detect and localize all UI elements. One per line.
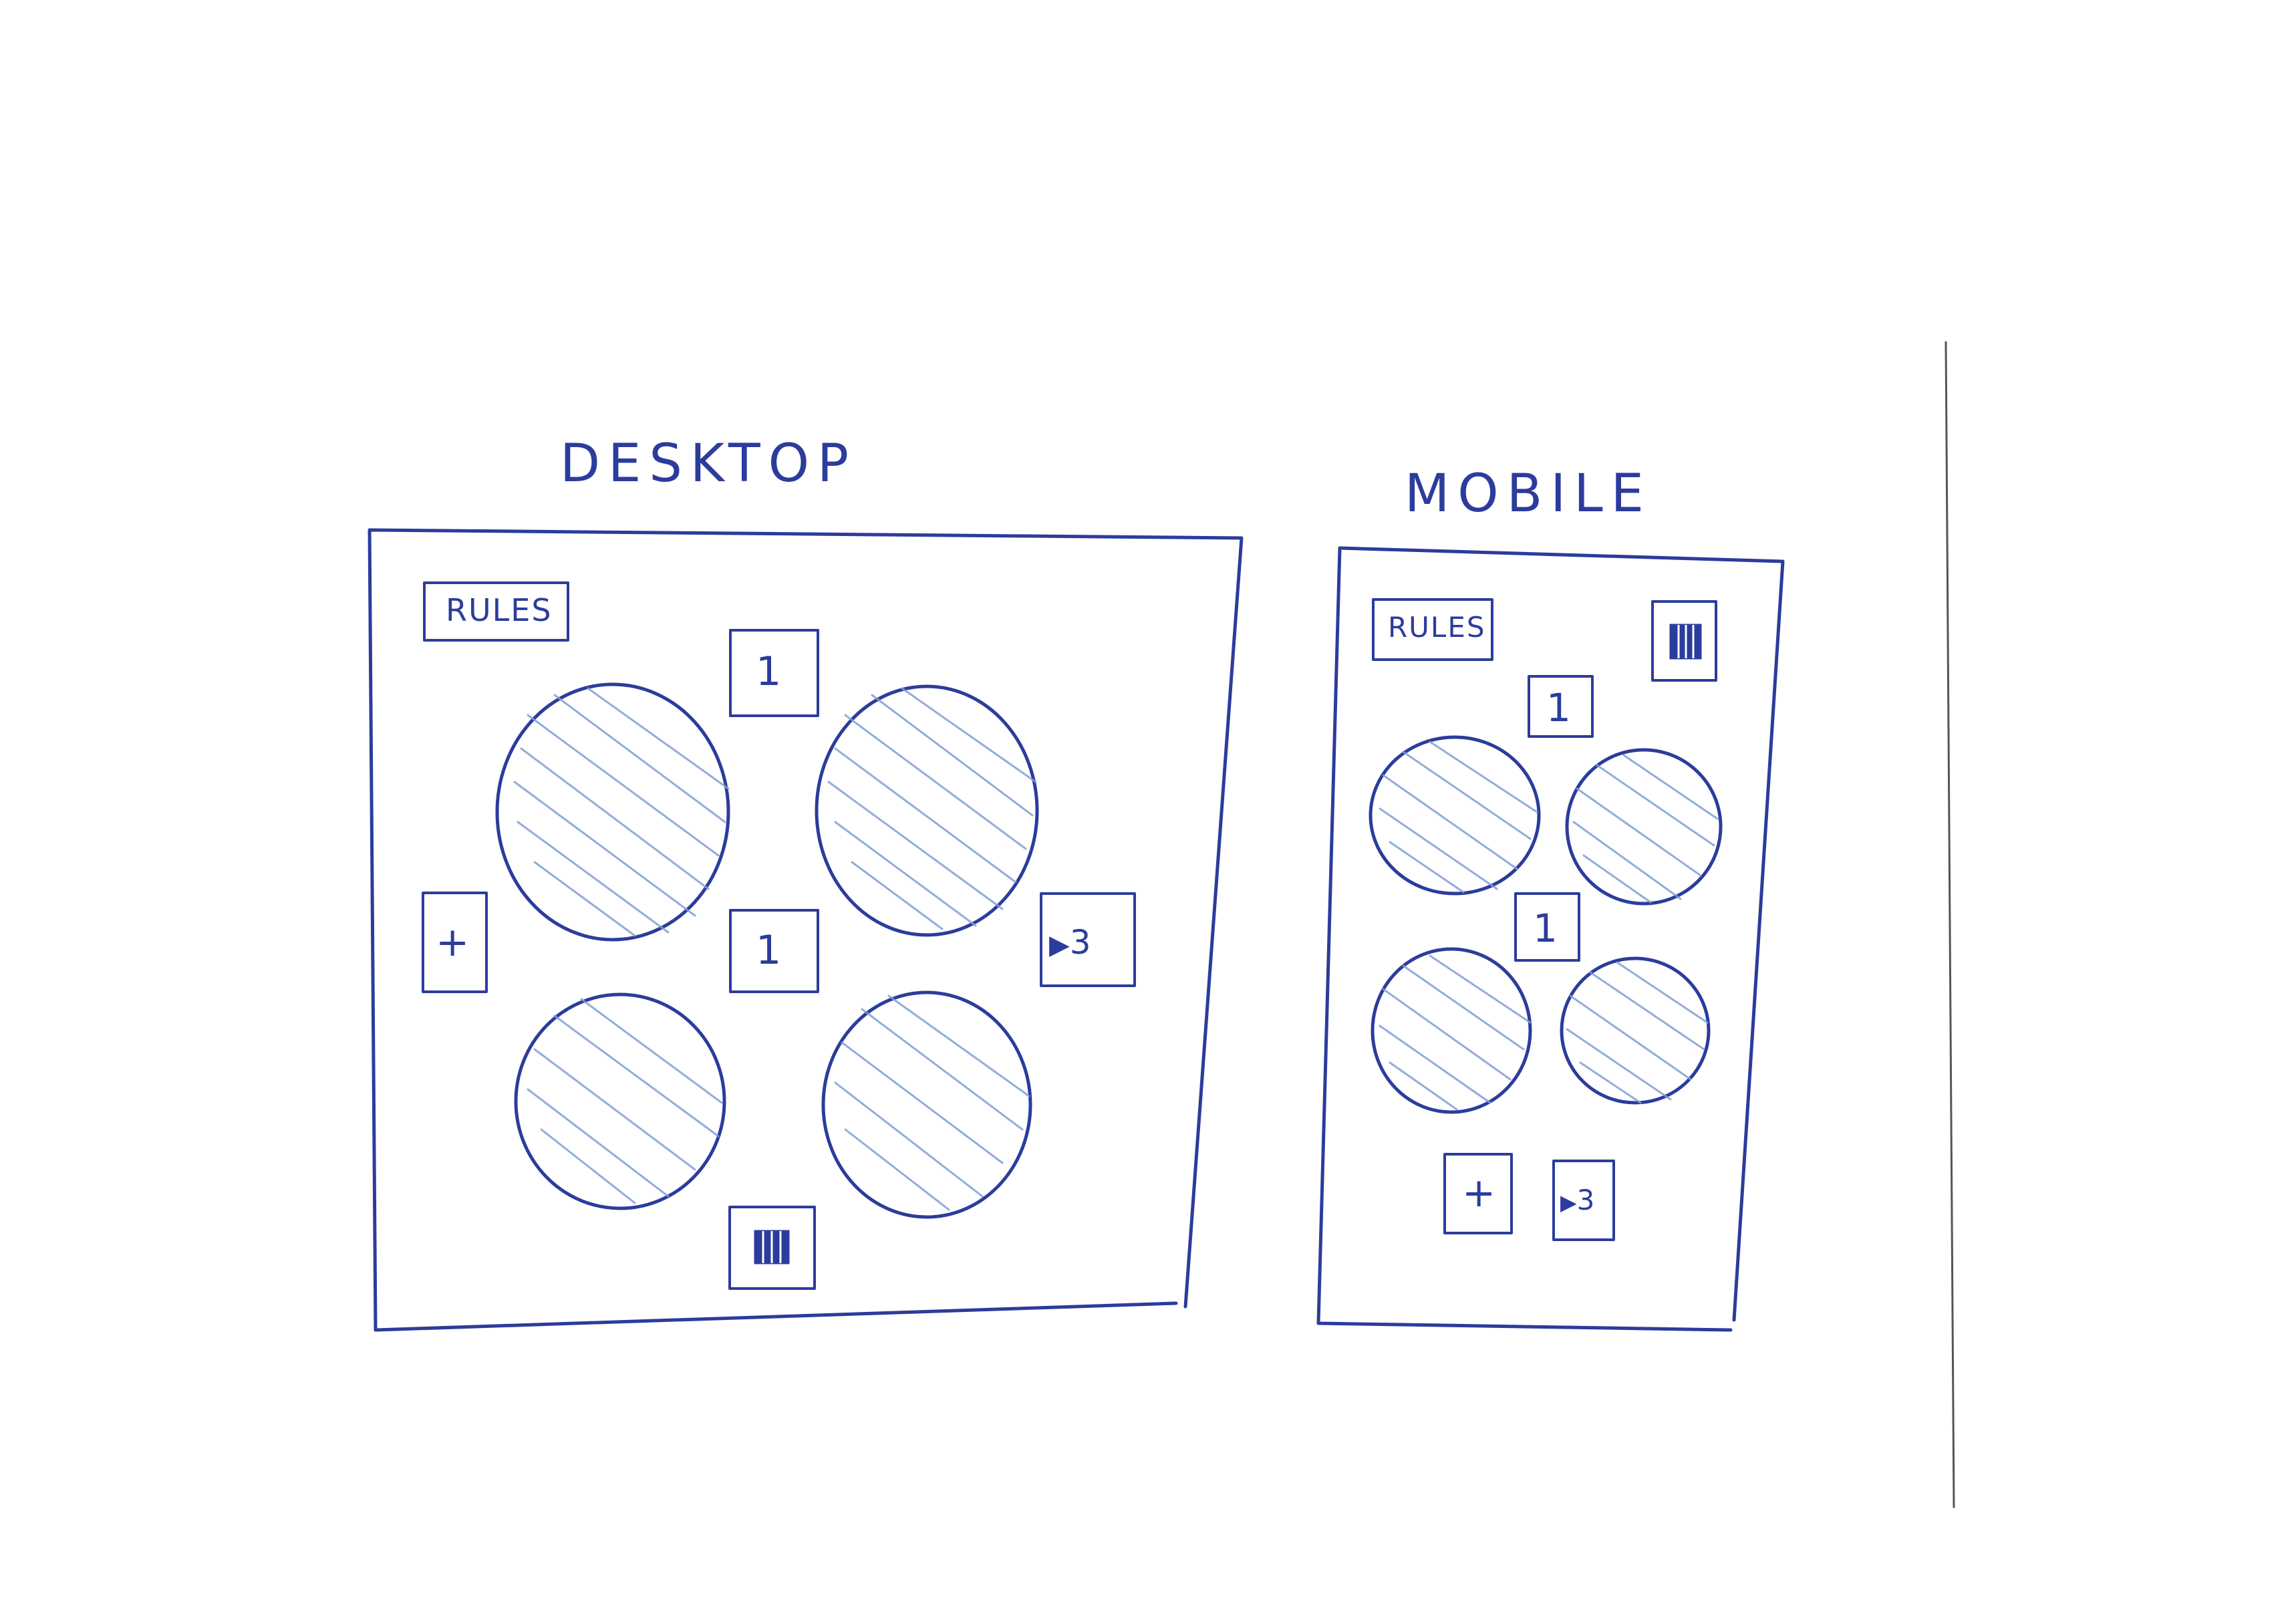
desktop-dice-button-frame <box>728 1206 816 1290</box>
mobile-rules-button[interactable]: RULES <box>1388 611 1486 644</box>
mobile-top-counter: 1 <box>1546 685 1571 730</box>
desktop-add-button-frame <box>422 892 488 993</box>
desktop-rules-button[interactable]: RULES <box>446 592 553 628</box>
mobile-top-counter-frame <box>1528 675 1594 738</box>
desktop-top-counter-frame <box>729 629 819 717</box>
mobile-circle-top-right <box>1565 748 1723 906</box>
paper-edge <box>1945 341 1955 1508</box>
desktop-add-button[interactable]: + <box>436 919 470 966</box>
mobile-play-triangle-icon: ▶ <box>1560 1190 1577 1215</box>
desktop-flag-button[interactable]: ▶3 <box>1049 926 1091 959</box>
mobile-dice-button-frame <box>1651 600 1717 682</box>
mobile-circle-top-left <box>1369 735 1541 896</box>
mobile-frame <box>1316 546 1785 1332</box>
mobile-dice-button[interactable] <box>1653 601 1716 680</box>
mobile-flag-button-frame <box>1552 1160 1615 1241</box>
mobile-flag-count: 3 <box>1576 1184 1595 1216</box>
mobile-circle-bottom-right <box>1560 956 1711 1105</box>
desktop-center-counter: 1 <box>756 927 782 974</box>
mobile-add-button-frame <box>1443 1153 1513 1234</box>
mobile-rules-button-frame <box>1372 598 1493 661</box>
desktop-dice-button[interactable] <box>730 1207 815 1289</box>
desktop-top-counter: 1 <box>756 648 782 695</box>
desktop-circle-bottom-right <box>821 990 1032 1219</box>
mobile-flag-button[interactable]: ▶3 <box>1560 1186 1594 1214</box>
desktop-play-triangle-icon: ▶ <box>1049 930 1070 960</box>
desktop-frame <box>368 528 1244 1332</box>
desktop-center-counter-frame <box>729 909 819 993</box>
desktop-rules-button-frame <box>423 581 569 642</box>
desktop-circle-top-right <box>815 684 1039 937</box>
desktop-flag-button-frame <box>1040 892 1136 987</box>
desktop-title: DESKTOP <box>560 434 857 494</box>
desktop-circle-bottom-left <box>514 992 726 1210</box>
desktop-circle-top-left <box>495 682 730 942</box>
desktop-flag-count: 3 <box>1069 923 1091 962</box>
mobile-circle-bottom-left <box>1371 947 1532 1114</box>
mobile-center-counter-frame <box>1514 892 1580 962</box>
mobile-center-counter: 1 <box>1533 906 1558 951</box>
mobile-title: MOBILE <box>1405 464 1652 524</box>
mobile-add-button[interactable]: + <box>1462 1170 1496 1216</box>
